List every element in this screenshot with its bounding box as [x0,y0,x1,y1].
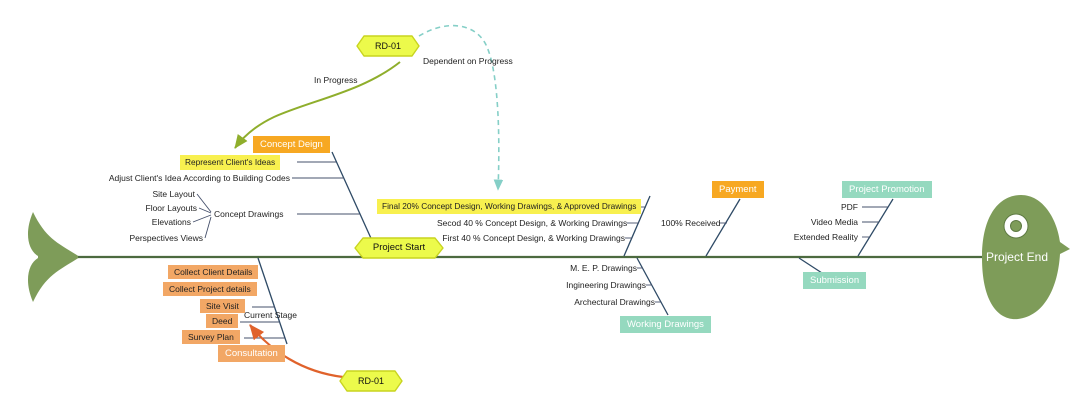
second-40-deliverable: Secod 40 % Concept Design, & Working Dra… [437,218,628,228]
branch-working-drawings [636,257,669,316]
fan-site-layout [196,193,212,213]
represent-clients-ideas: Represent Client's Ideas [180,155,281,170]
floor-layouts: Floor Layouts [145,203,198,213]
rd01-bottom-hexagon [339,370,403,392]
in-progress-note: In Progress [314,75,358,85]
fish-tail-shape [27,212,81,302]
first-40-deliverable: First 40 % Concept Design, & Working Dra… [442,233,625,243]
working-drawings-header: Working Drawings [620,316,711,333]
branch-deliverables [623,195,651,257]
submission-header: Submission [803,272,867,289]
payment-header: Payment [712,181,764,198]
fan-elevations [192,214,212,223]
arrow-in-progress-green [234,61,401,149]
rd01-top-label: RD-01 [374,41,401,51]
branch-promotion [857,198,894,257]
perspectives-views: Perspectives Views [129,233,203,243]
survey-plan: Survey Plan [182,330,240,344]
site-layout: Site Layout [152,189,195,199]
project-promotion-header: Project Promotion [842,181,932,198]
collect-project-details: Collect Project details [163,282,257,296]
arrow-current-stage-orange [249,324,344,379]
branch-submission [798,257,823,274]
project-start-hexagon [354,237,444,259]
received-100: 100% Received [661,218,721,228]
site-visit: Site Visit [200,299,245,313]
concept-drawings-group: Concept Drawings [214,209,284,219]
branch-consultation [257,257,288,345]
collect-client-details: Collect Client Details [168,265,259,279]
consultation-header: Consultation [218,345,285,362]
final-20-deliverable: Final 20% Concept Design, Working Drawin… [377,199,642,214]
pdf-item: PDF [841,202,858,212]
rd01-top-hexagon [356,35,420,57]
elevations: Elevations [151,217,191,227]
deed: Deed [206,314,239,328]
architectural-drawings: Archectural Drawings [574,297,655,307]
current-stage-note: Current Stage [244,310,297,320]
engineering-drawings: Ingineering Drawings [566,280,646,290]
mep-drawings: M. E. P. Drawings [570,263,637,273]
dependent-on-progress-note: Dependent on Progress [423,56,513,66]
fan-floor-layouts [198,207,212,214]
video-media-item: Video Media [810,217,858,227]
rd01-bottom-label: RD-01 [357,376,384,386]
fish-eye-inner [1010,220,1022,232]
extended-reality-item: Extended Reality [793,232,858,242]
arrow-dependent-dashed-teal [418,24,504,191]
adjust-clients-idea: Adjust Client's Idea According to Buildi… [108,173,290,183]
fan-perspectives [204,216,212,239]
project-start-label: Project Start [372,242,426,253]
concept-design-header: Concept Deign [253,136,330,153]
project-end-label: Project End [985,250,1049,264]
branch-payment [705,198,741,257]
